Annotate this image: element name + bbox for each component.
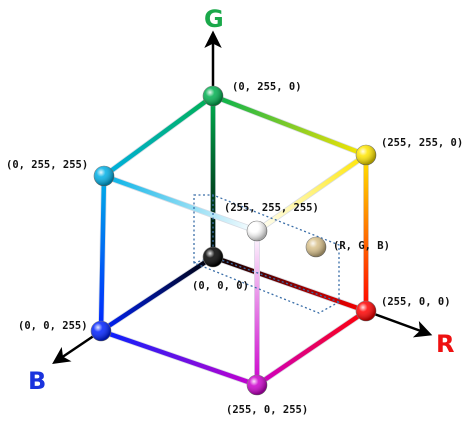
edge-red-magenta [254, 308, 369, 388]
label-sample-point: (R, G, B) [333, 240, 390, 252]
label-black-vertex: (0, 0, 0) [192, 280, 249, 292]
vertex-yellow-sphere [355, 144, 377, 166]
vertex-cyan-sphere [93, 165, 115, 187]
vertex-blue-sphere [90, 320, 112, 342]
label-magenta-vertex: (255, 0, 255) [226, 404, 308, 416]
r-axis-label: R [436, 330, 454, 358]
label-red-vertex: (255, 0, 0) [381, 296, 451, 308]
edge-black-red [210, 254, 369, 314]
edge-green-yellow [210, 93, 369, 158]
edge-blue-cyan [98, 173, 107, 334]
vertex-black-sphere [202, 246, 224, 268]
label-blue-vertex: (0, 0, 255) [18, 320, 88, 332]
vertex-white-sphere [246, 220, 268, 242]
vertex-red-sphere [355, 300, 377, 322]
edge-white-yellow [254, 152, 369, 234]
vertex-green-sphere [202, 85, 224, 107]
g-axis-label: G [204, 5, 224, 33]
label-cyan-vertex: (0, 255, 255) [6, 159, 88, 171]
sample-point-sphere [305, 236, 327, 258]
label-green-vertex: (0, 255, 0) [232, 81, 302, 93]
edge-blue-magenta [98, 328, 260, 388]
r-axis-arrow [365, 309, 433, 338]
edge-black-blue [98, 254, 216, 334]
label-yellow-vertex: (255, 255, 0) [381, 137, 463, 149]
b-axis-label: B [28, 367, 46, 395]
edge-green-cyan [101, 93, 216, 179]
vertex-magenta-sphere [246, 374, 268, 396]
edge-white-cyan [101, 173, 260, 234]
label-white-vertex: (255, 255, 255) [224, 202, 319, 214]
cube-edges [98, 93, 369, 388]
cube-vertices [90, 85, 377, 396]
